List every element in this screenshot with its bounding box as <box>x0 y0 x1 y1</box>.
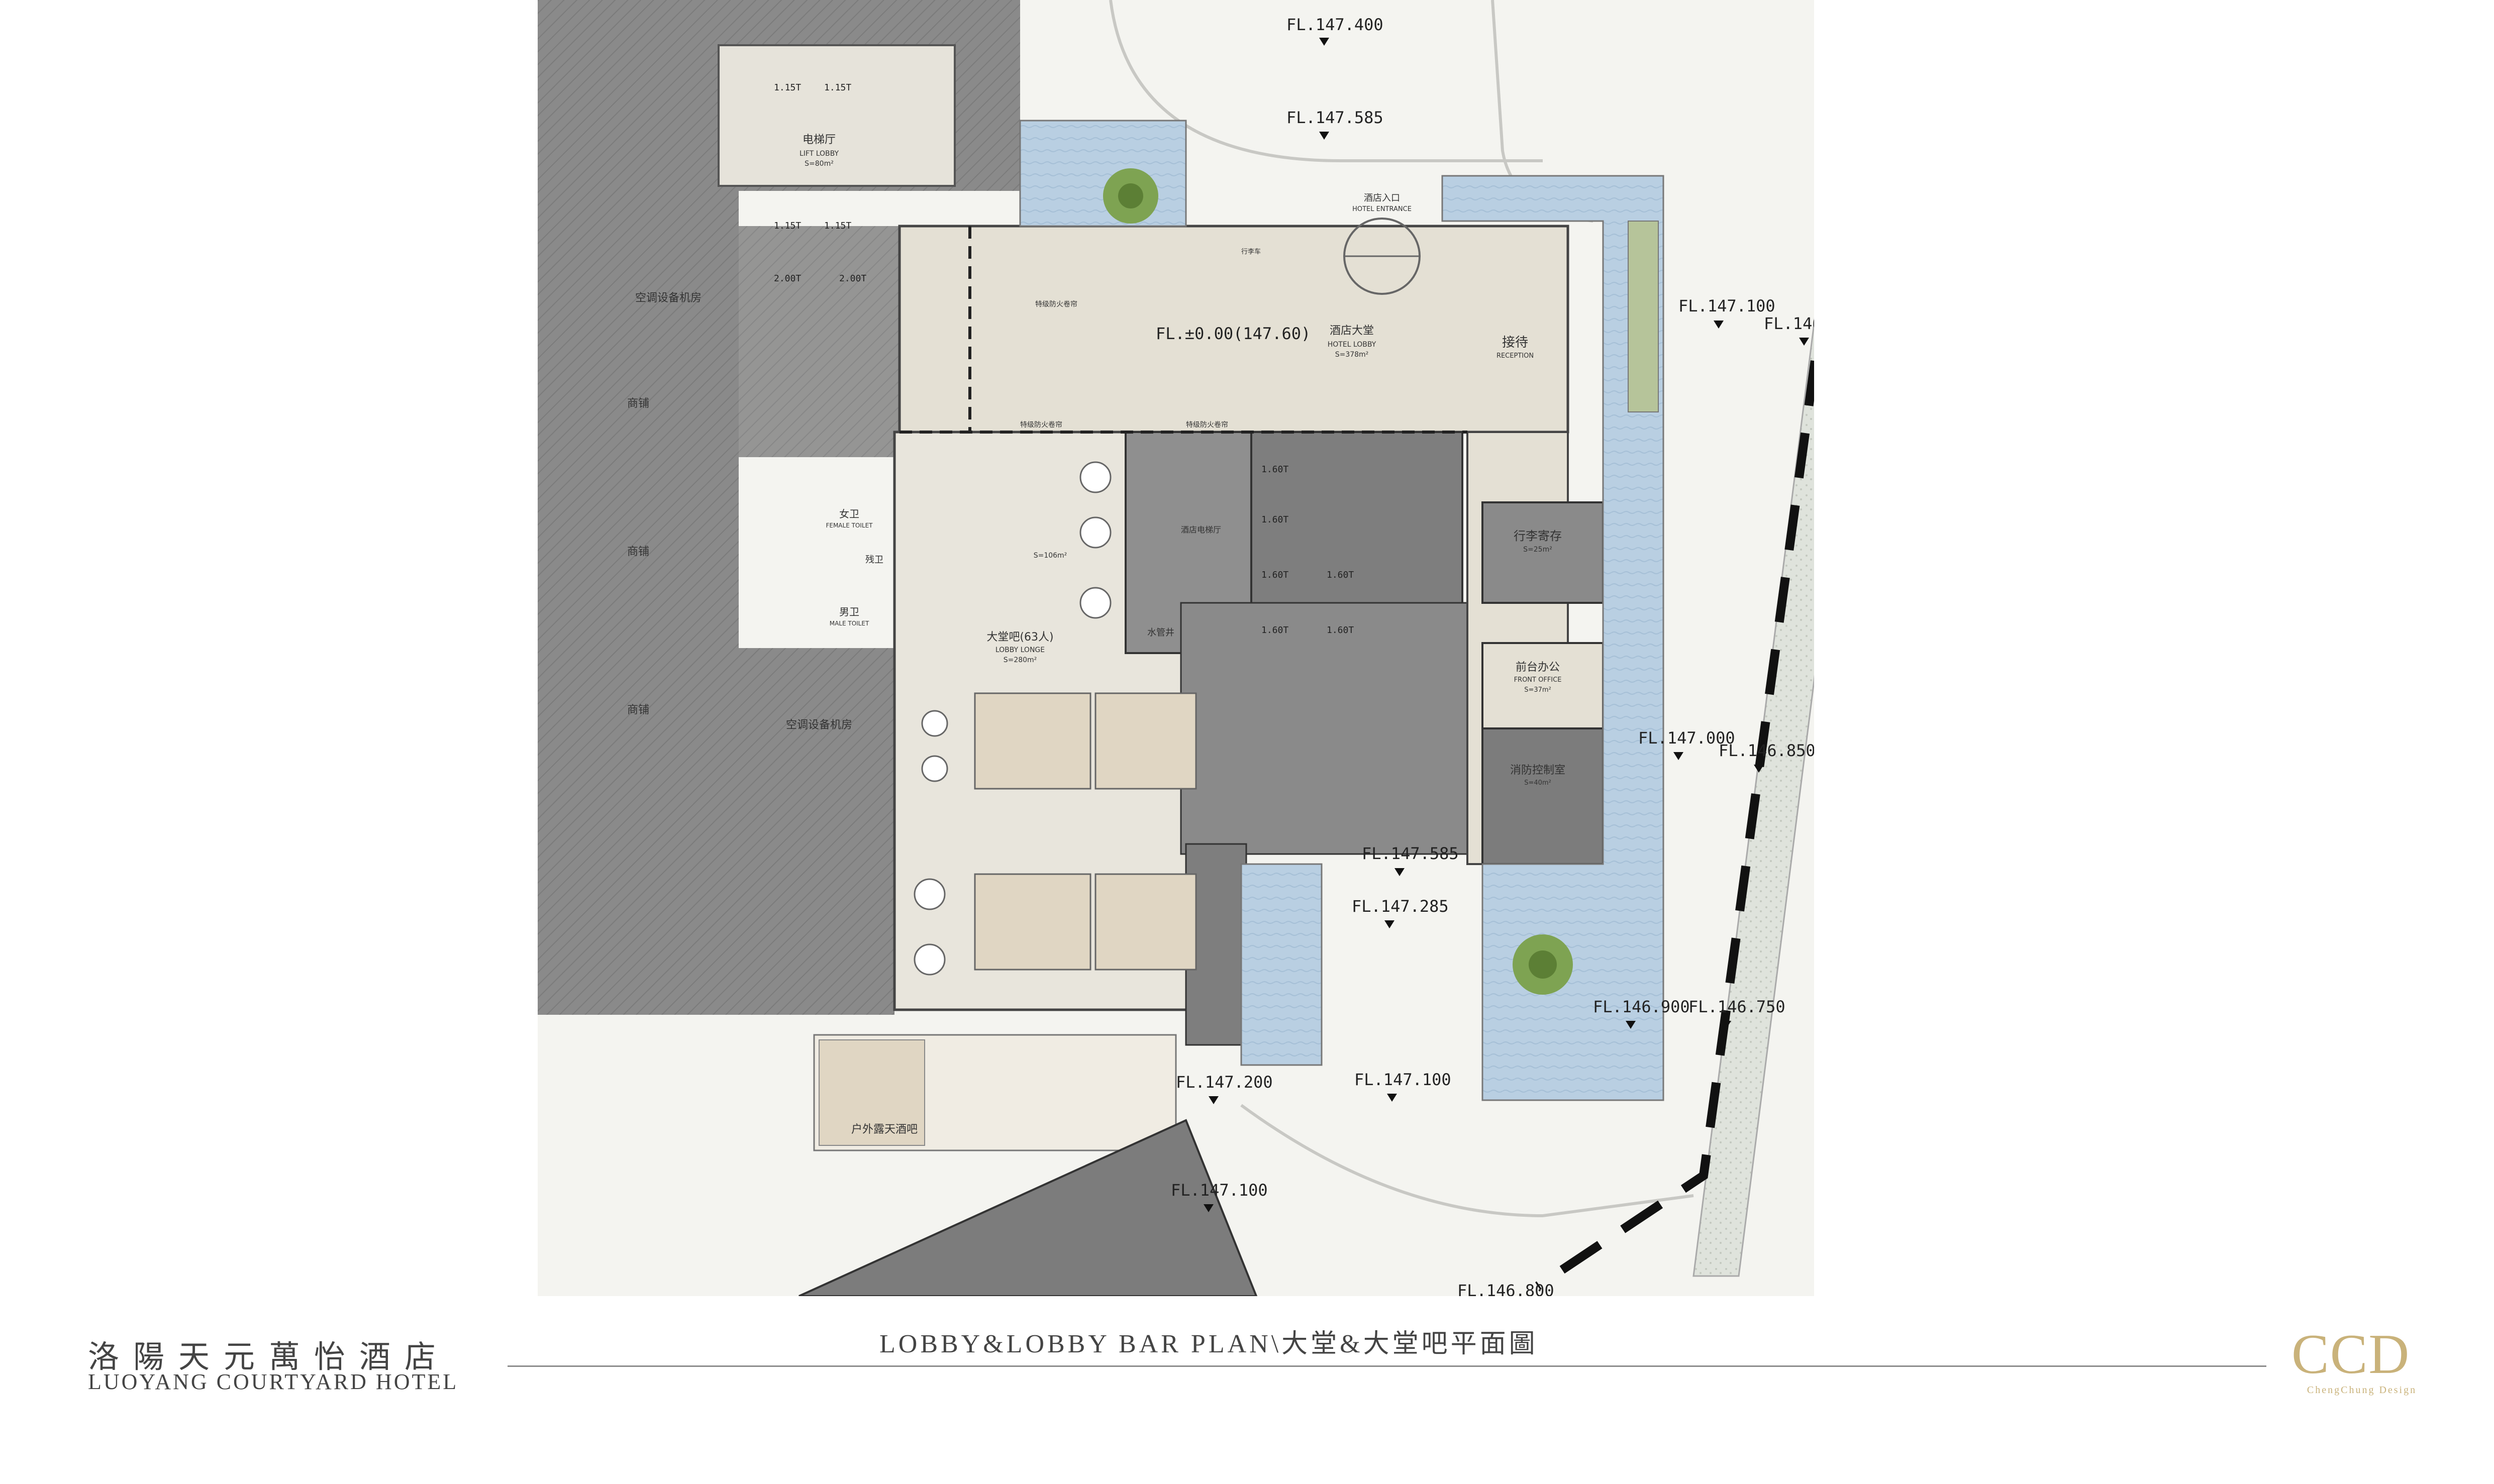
room-label-front-office-en: FRONT OFFICE <box>1514 676 1562 684</box>
room-label-lift-lobby-en: LIFT LOBBY <box>800 150 839 158</box>
elevation-label: FL.147.100 <box>1171 1181 1268 1200</box>
room-label-front-office-area: S=37m² <box>1524 686 1551 694</box>
room-label-hotel-lobby-area: S=378m² <box>1335 351 1369 359</box>
room-label-shop: 商铺 <box>627 397 649 410</box>
elevator-capacity: 1.60T <box>1261 514 1288 525</box>
footer-rule-left <box>508 1365 2266 1367</box>
room-label-luggage-cart: 行李车 <box>1241 248 1261 256</box>
room-label-luggage-area: S=25m² <box>1523 546 1552 554</box>
logo-subtitle: ChengChung Design <box>2307 1385 2417 1396</box>
logo-text: CCD <box>2291 1323 2411 1386</box>
elevator-capacity: 1.60T <box>1327 570 1354 580</box>
elevation-label: FL.146.750 <box>1688 997 1785 1016</box>
pond-bottom <box>1240 863 1323 1066</box>
hotel-name-cn: 洛陽天元萬怡酒店 <box>88 1338 450 1375</box>
floor-plan-svg: G F E D C B A 8800 10500 10000 8400 700 … <box>538 0 1814 1296</box>
elevation-label: FL.146.800 <box>1457 1281 1554 1296</box>
room-label-fire-control: 消防控制室 <box>1510 764 1565 777</box>
room-label-luggage: 行李寄存 <box>1514 529 1562 543</box>
front-office-room <box>1481 642 1604 729</box>
room-label-reception-en: RECEPTION <box>1497 352 1534 360</box>
elevation-label: FL.147.585 <box>1286 108 1383 127</box>
luggage-room <box>1481 501 1604 604</box>
room-label-front-office: 前台办公 <box>1516 661 1560 674</box>
outdoor-bar-rug <box>819 1039 925 1146</box>
left-block-mid <box>538 191 739 1015</box>
room-label-shop: 商铺 <box>627 546 649 558</box>
elevator-capacity: 1.15T <box>824 221 851 231</box>
elevation-label: FL.147.400 <box>1286 15 1383 34</box>
room-label-hotel-lobby-en: HOTEL LOBBY <box>1328 341 1376 349</box>
fire-shutter-label: 特级防火卷帘 <box>1186 421 1228 429</box>
elevation-label: FL.146.900 <box>1593 997 1690 1016</box>
room-label-male-wc: 男卫 <box>839 606 859 618</box>
elevator-capacity: 1.60T <box>1261 570 1288 580</box>
elevator-capacity: 1.15T <box>824 82 851 93</box>
fire-control-room <box>1481 727 1604 865</box>
road-curve-3 <box>1240 1104 1694 1218</box>
ccd-logo: CCD ChengChung Design <box>2291 1326 2432 1402</box>
room-labels: 电梯厅 LIFT LOBBY S=80m² 酒店大堂 HOTEL LOBBY S… <box>627 134 1565 1136</box>
room-label-hotel-entrance-en: HOTEL ENTRANCE <box>1352 205 1412 213</box>
elevator-capacity: 1.60T <box>1261 625 1288 635</box>
plan-title: LOBBY&LOBBY BAR PLAN\大堂&大堂吧平面圖 <box>879 1330 1538 1358</box>
room-label-lobby-lounge-en: LOBBY LONGE <box>995 646 1045 654</box>
elevator-capacity: 1.15T <box>774 221 801 231</box>
hotel-name-en: LUOYANG COURTYARD HOTEL <box>88 1369 459 1394</box>
room-label-fire-control-area: S=40m² <box>1524 779 1551 787</box>
tree-1 <box>1103 168 1158 224</box>
lift-lobby-area <box>718 44 956 187</box>
room-label-lobby-lounge-area: S=280m² <box>1004 656 1037 664</box>
room-label-lobby-lounge: 大堂吧(63人) <box>986 631 1053 644</box>
elevation-label: FL.147.585 <box>1362 844 1459 863</box>
floor-plan: G F E D C B A 8800 10500 10000 8400 700 … <box>538 0 1814 1296</box>
room-label-female-wc: 女卫 <box>839 508 859 520</box>
elevator-labels: 1.15T 1.15T 1.15T 1.15T 1.60T 1.60T 1.60… <box>774 82 1354 635</box>
floor-level-label: FL.±0.00(147.60) <box>1156 324 1311 343</box>
dark-center-block <box>1180 602 1473 855</box>
room-label-lift-lobby-area: S=80m² <box>805 160 834 168</box>
room-label-ac-room: 空调设备机房 <box>786 719 852 731</box>
lounge-furniture <box>914 461 1197 976</box>
left-block-low <box>739 648 894 1015</box>
lobby-floor <box>898 225 1569 434</box>
elevation-label: FL.147.000 <box>1638 728 1735 748</box>
parking-ramp <box>799 1119 1258 1296</box>
elevation-label: FL.146.950 <box>1764 314 1814 333</box>
elevator-capacity: 1.60T <box>1327 625 1354 635</box>
fire-shutter-label: 特级防火卷帘 <box>1020 421 1062 429</box>
room-label-ac-room: 空调设备机房 <box>635 292 702 304</box>
elevation-label: FL.147.100 <box>1678 296 1775 315</box>
room-label-lift-lobby: 电梯厅 <box>803 134 836 146</box>
elevator-capacity: 1.60T <box>1261 464 1288 475</box>
room-label-hotel-entrance: 酒店入口 <box>1364 193 1400 203</box>
site-boundary <box>1535 334 1814 1290</box>
room-label-female-wc-en: FEMALE TOILET <box>826 522 873 529</box>
room-label-shop: 商铺 <box>627 704 649 716</box>
pond-top <box>1019 120 1187 227</box>
room-label-reception: 接待 <box>1502 335 1528 350</box>
elevator-capacity: 2.00T <box>774 273 801 284</box>
pond-right <box>1441 175 1664 1101</box>
elevation-markers: FL.147.400 FL.147.585 FL.147.100 FL.146.… <box>1171 15 1814 1296</box>
room-label-bar-area: S=106m² <box>1034 552 1067 560</box>
elevation-label: FL.147.285 <box>1352 897 1449 916</box>
planter-row <box>1628 221 1659 412</box>
room-label-male-wc-en: MALE TOILET <box>830 620 869 627</box>
elevator-capacity: 2.00T <box>839 273 866 284</box>
core-block <box>719 226 900 457</box>
elevation-label: FL.146.850 <box>1719 741 1814 760</box>
fire-shutter-label: 特级防火卷帘 <box>1035 300 1077 308</box>
room-label-water-pipe: 水管井 <box>1147 627 1174 638</box>
room-label-hotel-lift: 酒店电梯厅 <box>1181 525 1221 535</box>
tree-2 <box>1513 934 1573 995</box>
elevator-capacity: 1.15T <box>774 82 801 93</box>
room-label-hotel-lobby: 酒店大堂 <box>1330 325 1374 337</box>
elevation-label: FL.147.200 <box>1176 1073 1273 1092</box>
elevation-label: FL.147.100 <box>1354 1070 1451 1089</box>
room-label-disabled-wc: 残卫 <box>865 555 883 565</box>
room-label-outdoor-bar: 户外露天酒吧 <box>851 1123 918 1136</box>
